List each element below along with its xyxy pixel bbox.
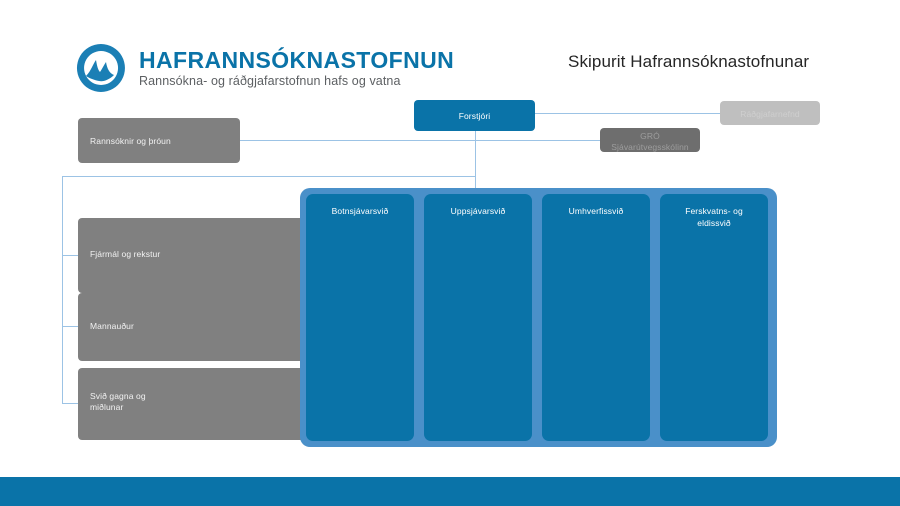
division-column-botnsjavarsvid[interactable]: Botnsjávarsvið <box>306 194 414 441</box>
division-label: Umhverfissvið <box>568 206 624 216</box>
divisions-panel: Botnsjávarsvið Uppsjávarsvið Umhverfissv… <box>300 188 777 447</box>
footer-bar <box>0 477 900 506</box>
connector-branch-finance <box>62 255 78 256</box>
division-label: Ferskvatns- og eldissvið <box>685 206 743 228</box>
division-label: Uppsjávarsvið <box>450 206 506 216</box>
connector-branch-data <box>62 403 78 404</box>
division-column-ferskvatns-og-eldissvid[interactable]: Ferskvatns- og eldissvið <box>660 194 768 441</box>
connector-director-vertical <box>475 131 476 188</box>
gro-box[interactable]: GRÓ Sjávarútvegsskólinn <box>600 128 700 152</box>
wave-circle-logo-icon <box>75 42 127 94</box>
advisory-committee-label: Ráðgjafarnefnd <box>740 109 800 119</box>
advisory-committee-box[interactable]: Ráðgjafarnefnd <box>720 101 820 125</box>
brand-text: HAFRANNSÓKNASTOFNUN Rannsókna- og ráðgja… <box>139 46 455 89</box>
director-label: Forstjóri <box>458 111 491 121</box>
brand-logo: HAFRANNSÓKNASTOFNUN Rannsókna- og ráðgja… <box>75 42 454 94</box>
connector-branch-hr <box>62 326 78 327</box>
connector-director-advisory <box>535 113 720 114</box>
director-box[interactable]: Forstjóri <box>414 100 535 131</box>
connector-support-spine-top <box>62 176 476 177</box>
division-column-umhverfissvid[interactable]: Umhverfissvið <box>542 194 650 441</box>
support-unit-label: Mannauður <box>90 321 134 331</box>
division-column-uppsjavarsvid[interactable]: Uppsjávarsvið <box>424 194 532 441</box>
support-unit-label: Fjármál og rekstur <box>90 249 161 259</box>
connector-director-gro <box>475 140 600 141</box>
brand-subtitle: Rannsókna- og ráðgjafarstofnun hafs og v… <box>139 73 401 88</box>
research-development-label: Rannsóknir og þróun <box>90 136 171 146</box>
brand-title: HAFRANNSÓKNASTOFNUN <box>139 46 455 73</box>
connector-research-director <box>240 140 476 141</box>
division-label: Botnsjávarsvið <box>331 206 389 216</box>
connector-support-spine <box>62 176 63 403</box>
page-title: Skipurit Hafrannsóknastofnunar <box>568 52 810 71</box>
gro-label: GRÓ Sjávarútvegsskólinn <box>611 131 689 153</box>
support-unit-label: Svið gagna og miðlunar <box>90 391 146 413</box>
research-development-box[interactable]: Rannsóknir og þróun <box>78 118 240 163</box>
